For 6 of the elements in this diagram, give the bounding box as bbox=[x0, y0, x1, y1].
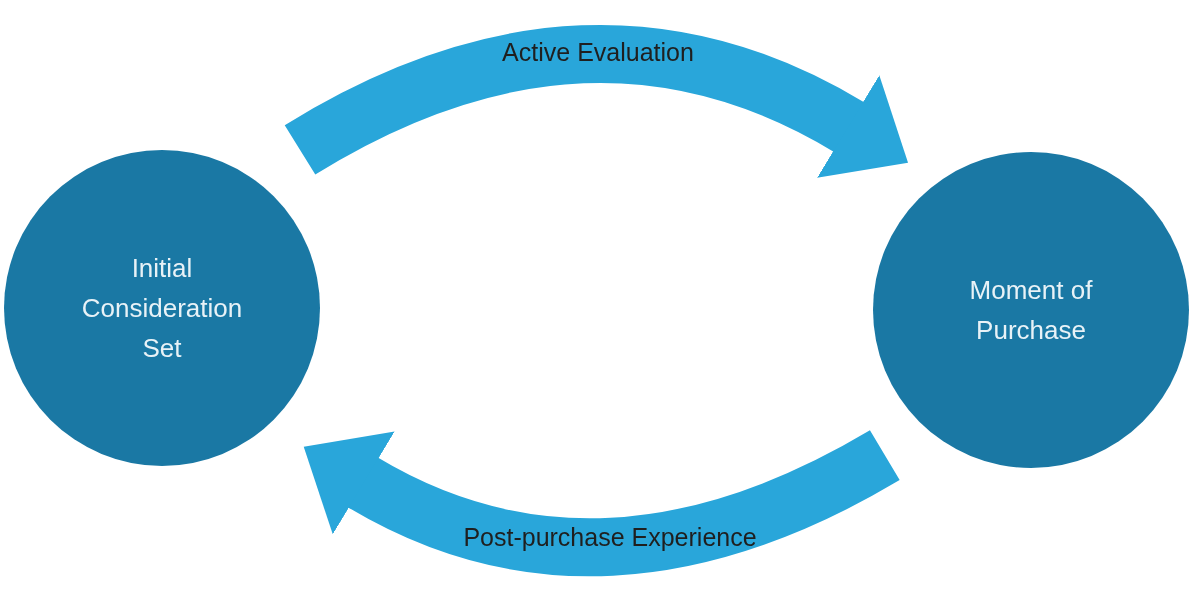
stage-label: Moment of Purchase bbox=[968, 273, 1094, 347]
edge-label: Post-purchase Experience bbox=[463, 522, 757, 552]
edge-label: Active Evaluation bbox=[502, 37, 694, 67]
curved-arrow bbox=[302, 429, 899, 576]
curved-arrow bbox=[285, 25, 910, 180]
stage-label: Initial Consideration Set bbox=[80, 251, 244, 366]
